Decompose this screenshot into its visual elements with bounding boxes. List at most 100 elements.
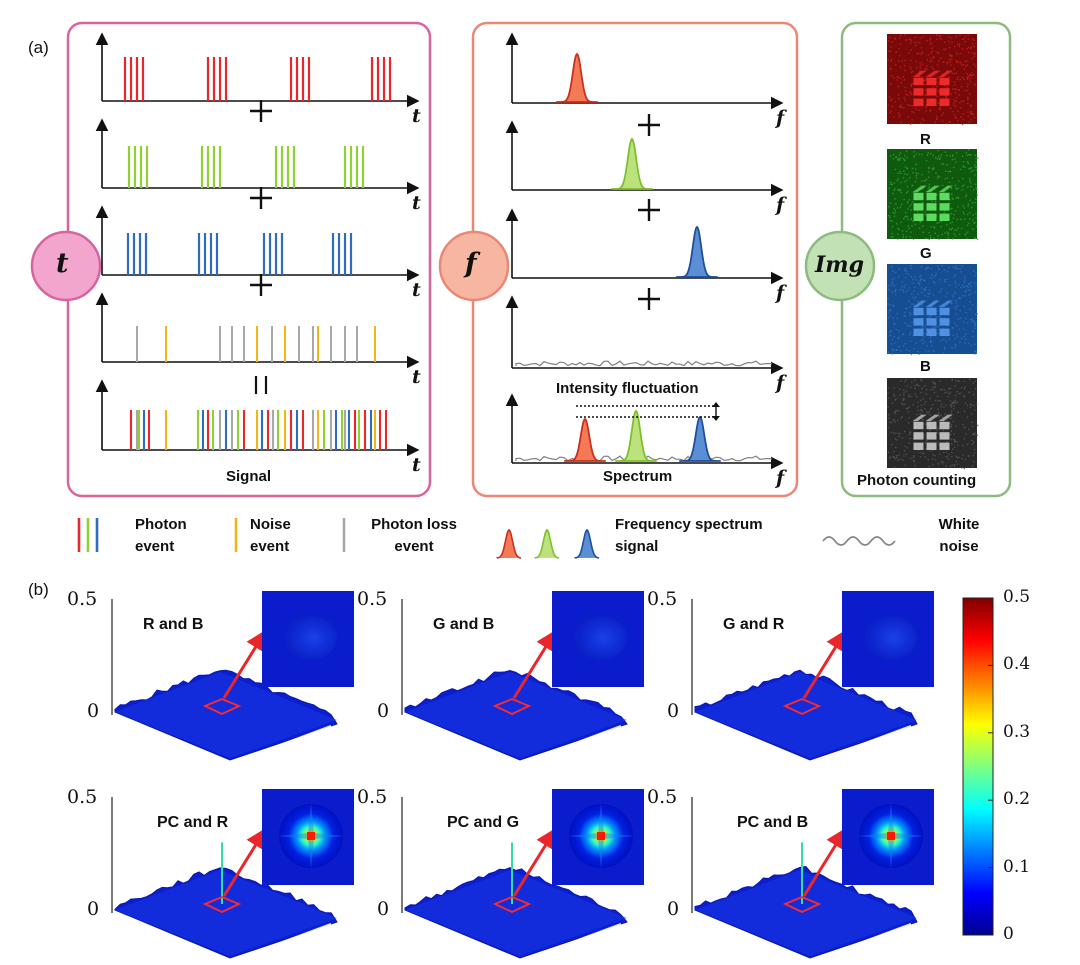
photon-counting-image-noise-dot xyxy=(950,438,953,441)
legend-red-peak xyxy=(496,528,522,559)
b-channel-image-noise-dot xyxy=(934,282,936,284)
g-channel-image-noise-dot xyxy=(899,190,901,192)
b-channel-image-noise-dot xyxy=(920,274,923,277)
b-channel-image-noise-dot xyxy=(890,284,892,286)
b-channel-image-noise-dot xyxy=(951,346,953,348)
surface-2-z-tick-top: 0.5 xyxy=(647,588,678,610)
legend-group xyxy=(77,518,896,559)
b-channel-image-noise-dot xyxy=(924,279,926,282)
g-channel-image-noise-dot xyxy=(937,175,939,177)
g-channel-image-noise-dot xyxy=(899,206,902,209)
g-channel-image-noise-dot xyxy=(906,167,908,170)
b-channel-image-noise-dot xyxy=(941,265,944,267)
surface-5-z-tick-bottom: 0 xyxy=(667,898,680,920)
b-channel-image-noise-dot xyxy=(975,272,977,274)
r-channel-image-noise-dot xyxy=(891,75,893,77)
legend-blue-peak xyxy=(574,528,600,559)
r-channel-image-noise-dot xyxy=(960,61,962,64)
r-channel-image-noise-dot xyxy=(887,40,890,42)
photon-counting-image-noise-dot xyxy=(902,398,904,400)
photon-counting-image-noise-dot xyxy=(894,410,897,412)
photon-counting-image-noise-dot xyxy=(940,403,943,406)
g-channel-image-noise-dot xyxy=(961,185,964,188)
photon-counting-image-noise-dot xyxy=(950,404,952,407)
b-channel-image-noise-dot xyxy=(957,318,959,320)
b-channel-image-noise-dot xyxy=(967,342,970,345)
g-channel-image-noise-dot xyxy=(937,235,939,237)
g-channel-image-noise-dot xyxy=(955,197,957,199)
r-channel-image-noise-dot xyxy=(922,36,924,38)
photon-counting-image-noise-dot xyxy=(923,403,926,406)
photon-counting-image-noise-dot xyxy=(896,409,898,412)
b-channel-image-noise-dot xyxy=(967,286,969,288)
g-channel-image-noise-dot xyxy=(944,232,946,234)
g-channel-image-noise-dot xyxy=(970,170,973,173)
g-channel-image-noise-dot xyxy=(896,159,899,161)
red-spectrum-peak xyxy=(556,52,598,103)
g-channel-image-noise-dot xyxy=(969,182,972,184)
g-channel-image-noise-dot xyxy=(962,166,964,168)
b-channel-image-noise-dot xyxy=(917,300,919,303)
r-channel-image-facet xyxy=(913,77,924,86)
b-channel-image-noise-dot xyxy=(965,290,967,292)
b-channel-image-facet xyxy=(913,307,924,316)
r-channel-image-noise-dot xyxy=(973,52,976,55)
photon-counting-image-noise-dot xyxy=(920,391,922,394)
b-channel-image-noise-dot xyxy=(889,310,891,312)
surface-1-z-tick-top: 0.5 xyxy=(357,588,388,610)
photon-counting-image-noise-dot xyxy=(893,456,895,458)
b-channel-image-noise-dot xyxy=(925,268,927,271)
photon-counting-image-noise-dot xyxy=(903,394,905,397)
g-channel-image-facet xyxy=(913,203,924,211)
photon-counting-image-noise-dot xyxy=(893,432,895,434)
b-channel-image-noise-dot xyxy=(936,326,938,328)
b-channel-image-noise-dot xyxy=(921,291,923,294)
r-channel-image-noise-dot xyxy=(932,86,934,88)
b-channel-image-noise-dot xyxy=(905,272,908,275)
b-channel-image-noise-dot xyxy=(902,333,904,336)
photon-counting-image-noise-dot xyxy=(945,465,947,467)
r-channel-image-noise-dot xyxy=(915,108,917,110)
g-channel-image-noise-dot xyxy=(949,170,951,172)
photon-counting-image-noise-dot xyxy=(972,382,974,384)
g-channel-image-noise-dot xyxy=(963,213,965,215)
g-channel-image-noise-dot xyxy=(928,167,930,170)
fluctuation-noise-trace xyxy=(515,360,773,367)
g-channel-image-noise-dot xyxy=(889,219,892,222)
photon-counting-image-noise-dot xyxy=(963,396,965,398)
photon-counting-image-noise-dot xyxy=(921,430,923,432)
b-channel-image-noise-dot xyxy=(963,286,965,288)
r-channel-image-noise-dot xyxy=(900,104,902,107)
b-channel-image-noise-dot xyxy=(942,352,945,354)
photon-counting-image-noise-dot xyxy=(952,420,954,423)
g-channel-image-noise-dot xyxy=(910,231,912,233)
g-channel-image-noise-dot xyxy=(962,211,965,213)
g-channel-image-noise-dot xyxy=(938,221,940,223)
r-channel-image-noise-dot xyxy=(961,100,963,102)
legend-photon-event: Photon event xyxy=(135,514,210,558)
time-row-3-axis-symbol: t xyxy=(412,279,421,301)
g-channel-image-noise-dot xyxy=(904,155,906,157)
photon-counting-image-noise-dot xyxy=(932,388,935,391)
b-channel-image-noise-dot xyxy=(919,280,921,282)
photon-counting-image-noise-dot xyxy=(958,380,960,382)
photon-counting-image-noise-dot xyxy=(962,444,964,447)
photon-counting-image-noise-dot xyxy=(896,439,898,441)
photon-counting-image-noise-dot xyxy=(924,423,927,425)
b-channel-image-noise-dot xyxy=(957,268,959,270)
r-channel-image-noise-dot xyxy=(959,107,962,109)
r-channel-image-noise-dot xyxy=(972,38,974,40)
g-channel-image-noise-dot xyxy=(976,157,979,159)
r-channel-image-noise-dot xyxy=(893,77,895,79)
g-channel-image-noise-dot xyxy=(974,201,976,204)
r-channel-image-noise-dot xyxy=(888,96,891,98)
g-channel-image-noise-dot xyxy=(894,188,896,190)
photon-counting-image-noise-dot xyxy=(950,425,953,428)
surface-4-zoom-arrow xyxy=(512,827,557,897)
photon-counting-image-noise-dot xyxy=(919,456,922,458)
g-channel-image-noise-dot xyxy=(890,181,892,184)
photon-counting-image-noise-dot xyxy=(953,465,955,467)
r-channel-image-noise-dot xyxy=(909,39,912,41)
g-channel-image-noise-dot xyxy=(941,163,943,165)
r-channel-image-noise-dot xyxy=(964,89,966,92)
